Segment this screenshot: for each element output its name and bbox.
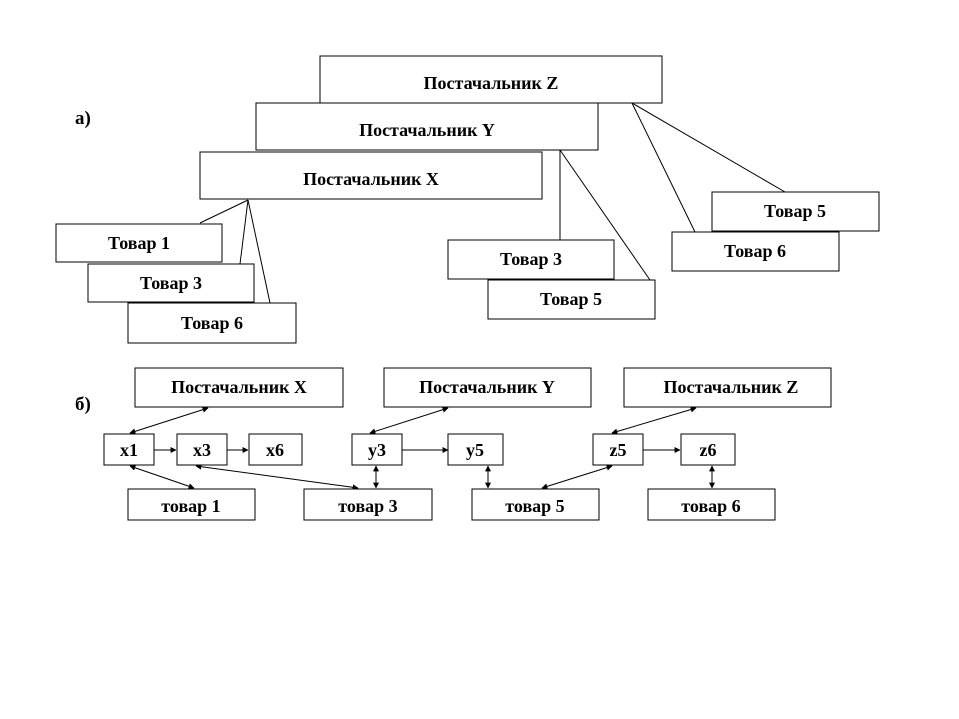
z-product-6-box: Товар 6: [671, 231, 840, 272]
x-product-6-box: Товар 6: [127, 302, 297, 344]
b-supplier-z-box: Постачальник Z: [623, 367, 832, 408]
arrow-x1-product-1: [129, 464, 195, 490]
x-product-3-box: Товар 3: [87, 263, 255, 303]
b-supplier-x-box: Постачальник X: [134, 367, 344, 408]
link-x1-box: x1: [103, 433, 155, 466]
b-supplier-y-label: Постачальник Y: [419, 377, 555, 397]
arrow-x3-product-3: [195, 463, 359, 491]
link-x6-box: x6: [248, 433, 303, 466]
supplier-y-label: Постачальник Y: [359, 120, 495, 140]
b-supplier-z-label: Постачальник Z: [664, 377, 799, 397]
supplier-y-box: Постачальник Y: [255, 102, 599, 151]
arrow-supplier-z-z5: [611, 406, 697, 435]
z-product-5-label: Товар 5: [764, 201, 826, 221]
supplier-x-label: Постачальник X: [303, 169, 439, 189]
y-product-3-label: Товар 3: [500, 249, 562, 269]
link-z6-label: z6: [700, 440, 717, 460]
x-product-6-label: Товар 6: [181, 313, 243, 333]
y-product-3-box: Товар 3: [447, 239, 615, 280]
b-product-5-label: товар 5: [505, 496, 564, 516]
link-y3-label: y3: [368, 440, 386, 460]
supplier-z-box: Постачальник Z: [319, 55, 663, 104]
b-supplier-x-label: Постачальник X: [171, 377, 307, 397]
arrow-supplier-x-x1: [129, 406, 209, 435]
b-product-6-box: товар 6: [647, 488, 776, 521]
link-x3-label: x3: [193, 440, 211, 460]
b-supplier-y-box: Постачальник Y: [383, 367, 592, 408]
link-x1-label: x1: [120, 440, 138, 460]
b-product-3-box: товар 3: [303, 488, 433, 521]
b-product-6-label: товар 6: [681, 496, 740, 516]
z-product-5-box: Товар 5: [711, 191, 880, 232]
link-y3-box: y3: [351, 433, 403, 466]
y-product-5-label: Товар 5: [540, 289, 602, 309]
y-product-5-box: Товар 5: [487, 279, 656, 320]
b-product-3-label: товар 3: [338, 496, 397, 516]
link-x6-label: x6: [266, 440, 284, 460]
link-x3-box: x3: [176, 433, 228, 466]
z-product-6-label: Товар 6: [724, 241, 786, 261]
arrow-z5-product-5: [541, 464, 613, 490]
b-product-5-box: товар 5: [471, 488, 600, 521]
link-y5-box: y5: [447, 433, 504, 466]
link-z5-box: z5: [592, 433, 644, 466]
connector-z-product-6: [631, 102, 696, 233]
link-z5-label: z5: [610, 440, 627, 460]
x-product-1-label: Товар 1: [108, 233, 170, 253]
part-b-arrows: [129, 406, 715, 491]
b-product-1-label: товар 1: [161, 496, 220, 516]
supplier-x-box: Постачальник X: [199, 151, 543, 200]
b-product-1-box: товар 1: [127, 488, 256, 521]
connector-y-product-5: [559, 149, 651, 281]
connector-x-product-1: [199, 199, 249, 224]
connector-x-product-3: [239, 199, 249, 265]
connector-z-product-5: [631, 102, 786, 193]
link-z6-box: z6: [680, 433, 736, 466]
x-product-3-label: Товар 3: [140, 273, 202, 293]
connector-x-product-6: [247, 199, 271, 304]
link-y5-label: y5: [466, 440, 484, 460]
supplier-z-label: Постачальник Z: [424, 73, 559, 93]
part-a-connectors: [199, 102, 786, 304]
arrow-supplier-y-y3: [369, 406, 449, 435]
part-a-label: а): [75, 108, 91, 129]
x-product-1-box: Товар 1: [55, 223, 223, 263]
part-b-label: б): [75, 394, 91, 415]
